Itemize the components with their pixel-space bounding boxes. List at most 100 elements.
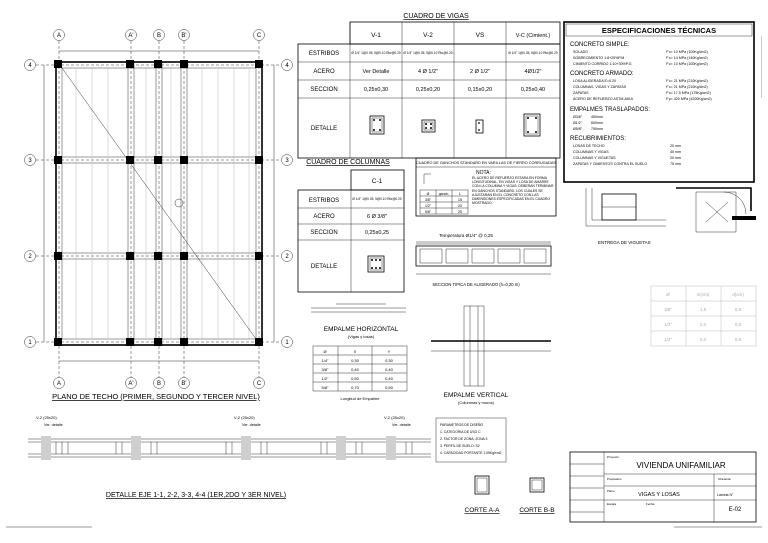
spec-heading: CONCRETO SIMPLE: <box>570 42 630 48</box>
grid-label: A' <box>128 33 133 39</box>
vigas-section-bars <box>373 117 537 133</box>
empalme-h-header: Ø <box>323 349 326 354</box>
spec-value: 450mm <box>591 115 603 119</box>
vigas-cell: Ø 1/4" 1@0.05, 5@0.10 Rto@0.20 <box>403 51 453 55</box>
faint-header: m(cm) <box>697 292 710 297</box>
tb-field: Escala <box>607 502 616 506</box>
ganchos-title: CUADRO DE GANCHOS STANDARD EN VARILLAS D… <box>416 161 556 165</box>
empalme-h-cell: 1/2" <box>322 376 330 381</box>
detalle-eje: V-2 (25x20) V-2 (25x20) V-2 (25x20) Ver.… <box>28 415 431 499</box>
empalme-h-subtitle: (Vigas y losas) <box>348 334 375 339</box>
ganchos-nota-text: EL ACERO DE REFUERZO ESTARA EN FORMA LON… <box>472 176 554 206</box>
spec-item: SOBRECIMIENTO 1:8+25%P.M <box>573 56 624 60</box>
vigas-cell: 0,25x0,20 <box>416 87 440 93</box>
empalme-h-note: Longitud de Empalme <box>341 396 381 401</box>
spec-heading: RECUBRIMIENTOS: <box>570 136 626 142</box>
grid-bubbles-rows: 4 3 2 1 4 3 2 1 <box>24 59 293 348</box>
vigas-col-header: V-1 <box>371 32 381 39</box>
grid-bubbles-bottom: A A' B B' C <box>53 377 265 389</box>
faint-cell: 2,0 <box>700 337 707 342</box>
detalle-see: Ver. detalle <box>44 423 63 427</box>
vigas-col-header: V-C (Cimient.) <box>516 33 551 39</box>
empalme-h-cell: 0,40 <box>351 367 360 372</box>
detalle-beam-label: V-2 (25x20) <box>36 415 57 420</box>
aligerado-bricks <box>419 248 547 264</box>
tb-sheet-number: E-02 <box>729 507 742 513</box>
grid-bubbles-top: A A' B B' C <box>53 29 265 41</box>
empalme-v-subtitle: (Columnas y muros) <box>458 400 495 405</box>
grid-label: B <box>157 33 161 39</box>
spec-heading: CONCRETO ARMADO: <box>570 71 634 77</box>
spec-value: F'c= 21 MPa (210Kg/cm2) <box>666 85 708 89</box>
entrega-viguetas: ENTREGA DE VIGUETAS <box>585 187 756 245</box>
nota-item: 3. PERFIL DE SUELO: S2 <box>440 444 480 448</box>
vigas-cell: 2 Ø 1/2" <box>470 69 490 75</box>
tb-field: Plano <box>607 489 615 493</box>
faint-cell: 3/8" <box>664 307 672 312</box>
faint-cell: 0,5 <box>735 337 742 342</box>
hook-sketch <box>423 173 431 184</box>
ganchos-cell: 3/8" <box>425 198 432 202</box>
empalme-horizontal: EMPALME HORIZONTAL (Vigas y losas) Ø X Y… <box>311 303 408 401</box>
empalme-h-cell: 0,50 <box>351 376 360 381</box>
detalle-title: DETALLE EJE 1-1, 2-2, 3-3, 4-4 (1ER,2DO … <box>106 492 286 499</box>
spec-value: 750mm <box>591 127 603 131</box>
spec-item: ZAPATAS Y CIMIENTOS CONTRA EL SUELO <box>573 162 647 166</box>
vigas-cell: 4Ø1/2" <box>525 69 542 75</box>
dimension-lines <box>43 50 275 362</box>
empalme-vertical: EMPALME VERTICAL (Columnas y muros) <box>431 305 551 405</box>
grid-label: 3 <box>285 158 289 164</box>
grid-label: 1 <box>285 340 289 346</box>
ganchos-nota-title: NOTA: <box>476 170 491 176</box>
nota-item: 1. CATEGORIA DE USO C <box>440 430 481 434</box>
faint-table: Ø m(cm) d(cm) 3/8" 1,5 0,5 1/2" 2,0 0,5 … <box>650 285 757 347</box>
vigas-row-label: ACERO <box>313 69 335 75</box>
column-section-bars <box>371 259 381 269</box>
spec-value: 40 mm <box>670 150 681 154</box>
empalme-h-cell: 0,50 <box>385 385 394 390</box>
columnas-table-title: CUADRO DE COLUMNAS <box>306 159 390 166</box>
grid-axes <box>36 41 281 377</box>
detalle-see: Ver. detalle <box>242 423 261 427</box>
spec-heading: EMPALMES TRASLAPADOS: <box>570 107 650 113</box>
ganchos-cell: 1/2" <box>425 204 432 208</box>
vigas-cell: 4 Ø 1/2" <box>418 69 438 75</box>
faint-cell: 1,5 <box>700 307 707 312</box>
vigas-table-title: CUADRO DE VIGAS <box>403 13 469 20</box>
ganchos-cell: 5/8" <box>425 210 432 214</box>
empalme-h-header: X <box>354 349 357 354</box>
vigas-cell: Ø 1/4" 1@0.05, 5@0.10 Rto@0.20 <box>351 51 401 55</box>
spec-item: COLUMNAS Y VIGAS <box>573 150 609 154</box>
columnas-table: CUADRO DE COLUMNAS C-1 ESTRIBOS ACERO SE… <box>297 159 405 293</box>
corte-a-title: CORTE A-A <box>465 507 501 514</box>
spec-item: COLUMNAS, VIGAS Y ZAPATAS <box>573 85 627 89</box>
detalle-beam-label: V-2 (25x20) <box>384 415 405 420</box>
columnas-cell: 6 Ø 3/8" <box>367 214 387 220</box>
vigas-cell: 0,15x0,20 <box>468 87 492 93</box>
spec-item: SOLADO <box>573 50 588 54</box>
grid-label: A <box>57 381 61 387</box>
faint-cell: 1/2" <box>664 337 672 342</box>
tb-field: Proyecto <box>607 455 619 459</box>
grid-label: 4 <box>28 63 32 69</box>
spec-item: COLUMNAS Y VIGUETAS <box>573 156 616 160</box>
specifications: ESPECIFICACIONES TÉCNICAS CONCRETO SIMPL… <box>563 21 755 183</box>
column-section-sketch <box>367 255 385 273</box>
spec-value: F'c= 10 MPa (100Kg/cm2) <box>666 50 708 54</box>
spec-item: LOSAS DE TECHO <box>573 144 605 148</box>
faint-cell: 1/2" <box>664 322 672 327</box>
columnas-row-label: ESTRIBOS <box>309 198 339 204</box>
ganchos-header: ganch. <box>439 192 450 196</box>
vigas-cell: Ver Detalle <box>363 69 390 75</box>
empalme-h-cell: 3/8" <box>322 367 330 372</box>
vigas-row-label: SECCION <box>310 87 337 93</box>
grid-label: B' <box>181 381 186 387</box>
columnas-row-label: DETALLE <box>311 264 337 270</box>
vigas-cell: Ø 1/4" 1@0.05, 5@0.10 Rto@0.20 <box>508 51 558 55</box>
ganchos-table: CUADRO DE GANCHOS STANDARD EN VARILLAS D… <box>415 157 556 217</box>
slab-joists <box>75 68 250 339</box>
nota-item: 4. CAPACIDAD PORTANTE 1.05Kg/cm2 <box>440 451 502 455</box>
empalme-h-cell: 0,30 <box>351 358 360 363</box>
faint-cell: 2,0 <box>700 322 707 327</box>
grid-label: 2 <box>285 254 289 260</box>
